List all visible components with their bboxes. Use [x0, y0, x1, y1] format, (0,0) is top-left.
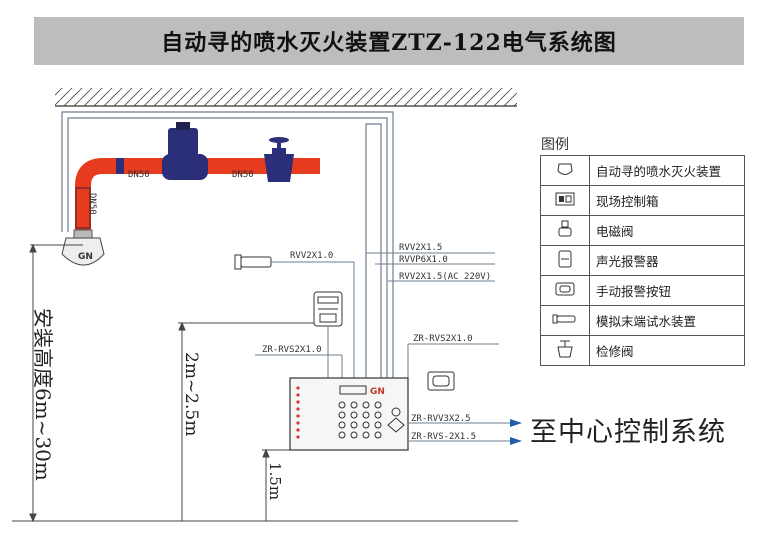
panel-key — [374, 401, 382, 409]
alarm-icon — [540, 245, 590, 276]
cable-label-c3: RVV2X1.5(AC 220V) — [399, 272, 491, 282]
legend-row: 电磁阀 — [540, 215, 745, 246]
panel-key — [338, 421, 346, 429]
panel-key — [338, 431, 346, 439]
sprinkler-icon — [540, 155, 590, 186]
cable-label-c4: RVV2X1.0 — [290, 251, 333, 261]
install-height-dim — [29, 243, 83, 523]
panel-height-label: 2m~2.5m — [181, 352, 201, 436]
legend-title: 图例 — [541, 137, 569, 153]
page-title: 自动寻的喷水灭火装置ZTZ-122电气系统图 — [161, 30, 617, 56]
panel-key — [350, 401, 358, 409]
pipe-label-right: DN50 — [232, 170, 254, 180]
to-center-label: 至中心控制系统 — [530, 417, 726, 448]
panel-key — [362, 401, 370, 409]
panel-key — [350, 411, 358, 419]
legend-row: 声光报警器 — [540, 245, 745, 276]
led-indicator — [296, 421, 300, 425]
legend-row: 手动报警按钮 — [540, 275, 745, 306]
panel-key — [362, 421, 370, 429]
svg-text:GN: GN — [370, 387, 385, 397]
legend-row: 现场控制箱 — [540, 185, 745, 216]
legend-label: 电磁阀 — [589, 215, 745, 246]
cable-label-c7: ZR-RVV3X2.5 — [411, 414, 471, 424]
cable-label-c2: RVVP6X1.0 — [399, 255, 448, 265]
cable-label-c8: ZR-RVS-2X1.5 — [411, 432, 476, 442]
legend-label: 声光报警器 — [589, 245, 745, 276]
panel-key — [374, 421, 382, 429]
feed-cables — [366, 252, 495, 282]
led-indicator — [296, 435, 300, 439]
panel-key — [338, 411, 346, 419]
legend-table: 自动寻的喷水灭火装置 现场控制箱 电磁阀 声光报警器 手动报警按钮 模拟末端试水… — [540, 155, 745, 366]
solenoid-valve-icon — [540, 215, 590, 246]
ceiling-hatch — [55, 88, 517, 106]
test-device-icon — [540, 305, 590, 336]
led-indicator — [296, 428, 300, 432]
control-panel: GN — [289, 377, 409, 451]
gate-valve — [264, 137, 294, 182]
gate-valve-icon — [540, 335, 590, 366]
legend-label: 自动寻的喷水灭火装置 — [589, 155, 745, 186]
led-indicator — [296, 400, 300, 404]
legend-row: 模拟末端试水装置 — [540, 305, 745, 336]
panel-key — [350, 431, 358, 439]
led-indicator — [296, 414, 300, 418]
test-device — [234, 254, 272, 270]
panel-key — [374, 411, 382, 419]
alarm-device — [313, 291, 343, 327]
led-indicator — [296, 393, 300, 397]
cable-label-c6: ZR-RVS2X1.0 — [413, 334, 473, 344]
pipe-flange — [116, 158, 124, 174]
output-cables — [408, 422, 510, 442]
cable-label-c5: ZR-RVS2X1.0 — [262, 345, 322, 355]
panel-key — [374, 431, 382, 439]
install-height-label: 安装高度6m~30m — [31, 308, 55, 481]
cable-label-c1: RVV2X1.5 — [399, 243, 442, 253]
pipe-label-left: DN50 — [128, 170, 150, 180]
legend-label: 现场控制箱 — [589, 185, 745, 216]
conduit-lines — [61, 111, 394, 378]
manual-button — [427, 371, 455, 391]
floor-height-dim — [262, 448, 290, 521]
control-box-icon — [540, 185, 590, 216]
panel-indicators — [296, 386, 382, 439]
sprinkler-head: GN — [61, 229, 105, 266]
legend-row: 检修阀 — [540, 335, 745, 366]
panel-key — [362, 431, 370, 439]
led-indicator — [296, 407, 300, 411]
terminal-symbols — [387, 407, 405, 433]
led-indicator — [296, 386, 300, 390]
water-pipe: DN50 DN50 DN50 — [75, 158, 320, 230]
panel-key — [350, 421, 358, 429]
legend-label: 检修阀 — [589, 335, 745, 366]
legend-label: 手动报警按钮 — [589, 275, 745, 306]
legend-label: 模拟末端试水装置 — [589, 305, 745, 336]
panel-key — [362, 411, 370, 419]
panel-height-dim — [178, 321, 314, 521]
svg-text:GN: GN — [78, 252, 93, 262]
panel-key — [338, 401, 346, 409]
pipe-label-vertical: DN50 — [87, 193, 97, 215]
floor-height-label: 1.5m — [266, 462, 284, 500]
legend-row: 自动寻的喷水灭火装置 — [540, 155, 745, 186]
solenoid-valve — [162, 122, 208, 180]
title-bar: 自动寻的喷水灭火装置ZTZ-122电气系统图 — [34, 17, 744, 65]
button-icon — [540, 275, 590, 306]
